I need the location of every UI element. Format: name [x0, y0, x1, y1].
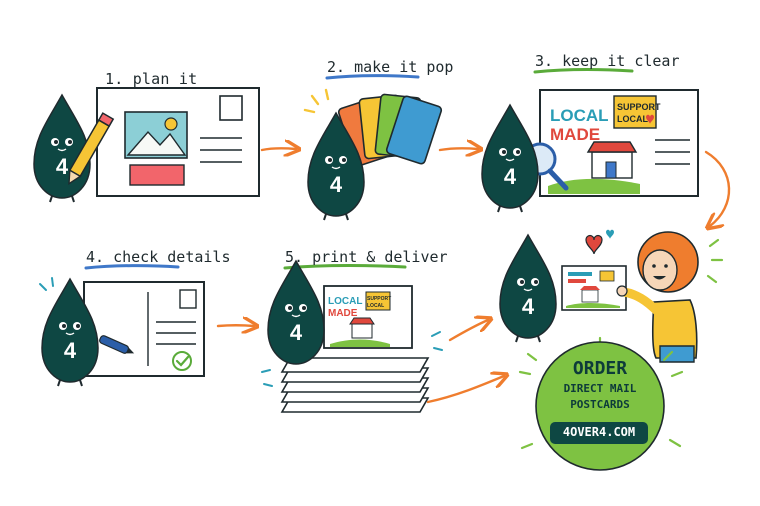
cta-line-1: ORDER	[572, 358, 628, 379]
mascot-drop	[481, 103, 539, 213]
heart-icon	[585, 234, 603, 255]
step-3-label: 3. keep it clear	[535, 52, 680, 70]
step-3-scene: LOCAL MADE SUPPORT LOCAL 4 3. keep it cl…	[481, 52, 699, 213]
stamp-box	[219, 95, 243, 121]
storefront-icon	[581, 289, 599, 303]
step-4-underline	[84, 264, 180, 270]
postcard-headline: LOCAL	[328, 296, 362, 307]
support-badge	[613, 95, 657, 129]
delivery-scene: 4	[499, 229, 724, 363]
cta-url-pill[interactable]	[550, 422, 648, 444]
step-3-underline	[533, 68, 634, 74]
storefront-icon	[349, 317, 375, 339]
support-badge-text: SUPPORT	[367, 296, 391, 302]
sparkle-lines	[39, 277, 54, 291]
heart-icon	[646, 114, 654, 124]
mascot-drop	[499, 233, 557, 343]
heart-icon	[606, 229, 614, 239]
customer-person	[616, 231, 699, 363]
address-lines	[655, 139, 690, 165]
mascot-glyph: 4	[56, 154, 69, 179]
mountain-icon	[126, 130, 187, 156]
sparkle-lines	[303, 88, 330, 114]
support-badge-text: LOCAL	[367, 303, 384, 309]
text-block-placeholder	[129, 164, 185, 186]
cta-url[interactable]: 4OVER4.COM	[562, 425, 636, 439]
step-1-scene: 4 1. plan it	[33, 70, 260, 203]
mascot-glyph: 4	[290, 320, 303, 345]
postcard-headline: MADE	[328, 308, 358, 319]
step-4-scene: 4 4. check details	[39, 248, 231, 387]
support-badge-text: LOCAL	[617, 114, 648, 124]
card-text-mark	[568, 279, 586, 283]
cta-line-2: DIRECT MAIL	[563, 382, 637, 395]
grass	[566, 303, 620, 308]
mascot-drop	[307, 111, 365, 221]
cta-badge	[518, 336, 684, 471]
checkmark-icon	[172, 351, 192, 371]
flow-arrow	[260, 148, 296, 150]
flow-arrow	[426, 376, 504, 404]
card-badge-mark	[599, 270, 615, 282]
pencil-icon	[68, 112, 115, 186]
mascot-glyph: 4	[330, 172, 343, 197]
step-1-label: 1. plan it	[105, 70, 197, 88]
address-lines	[156, 321, 196, 345]
grass	[548, 178, 640, 194]
sparkle-lines	[706, 238, 724, 284]
step-5-label: 5. print & deliver	[285, 248, 448, 266]
postcard-headline: LOCAL	[550, 106, 609, 125]
mascot-glyph: 4	[522, 294, 535, 319]
support-badge	[365, 291, 391, 311]
cta-line-3: POSTCARDS	[570, 398, 630, 411]
storefront-icon	[586, 141, 638, 179]
mascot-glyph: 4	[64, 338, 77, 363]
grass	[330, 339, 390, 347]
postcard-headline: MADE	[550, 125, 600, 144]
pen-icon	[99, 335, 135, 354]
flow-arrow	[448, 320, 488, 342]
sparkle-lines	[261, 331, 443, 387]
postcard-stack	[280, 357, 430, 413]
flow-arrow	[438, 148, 478, 150]
card-text-mark	[568, 272, 592, 276]
flow-arrow	[706, 150, 731, 226]
step-2-label: 2. make it pop	[327, 58, 453, 76]
step-2-scene: 4 2. make it pop	[303, 58, 453, 221]
mascot-drop	[267, 259, 325, 365]
step-5-scene: LOCAL MADE SUPPORT LOCAL 4 5. print & de…	[261, 248, 448, 413]
stamp-box	[179, 289, 197, 309]
person-face	[642, 249, 678, 291]
step-4-label: 4. check details	[86, 248, 231, 266]
mascot-glyph: 4	[504, 164, 517, 189]
sun-icon	[164, 117, 178, 131]
support-badge-text: SUPPORT	[617, 102, 661, 112]
awning-mark	[580, 286, 600, 290]
step-2-underline	[325, 74, 420, 80]
flow-arrow	[216, 325, 254, 326]
mascot-drop	[41, 277, 99, 387]
